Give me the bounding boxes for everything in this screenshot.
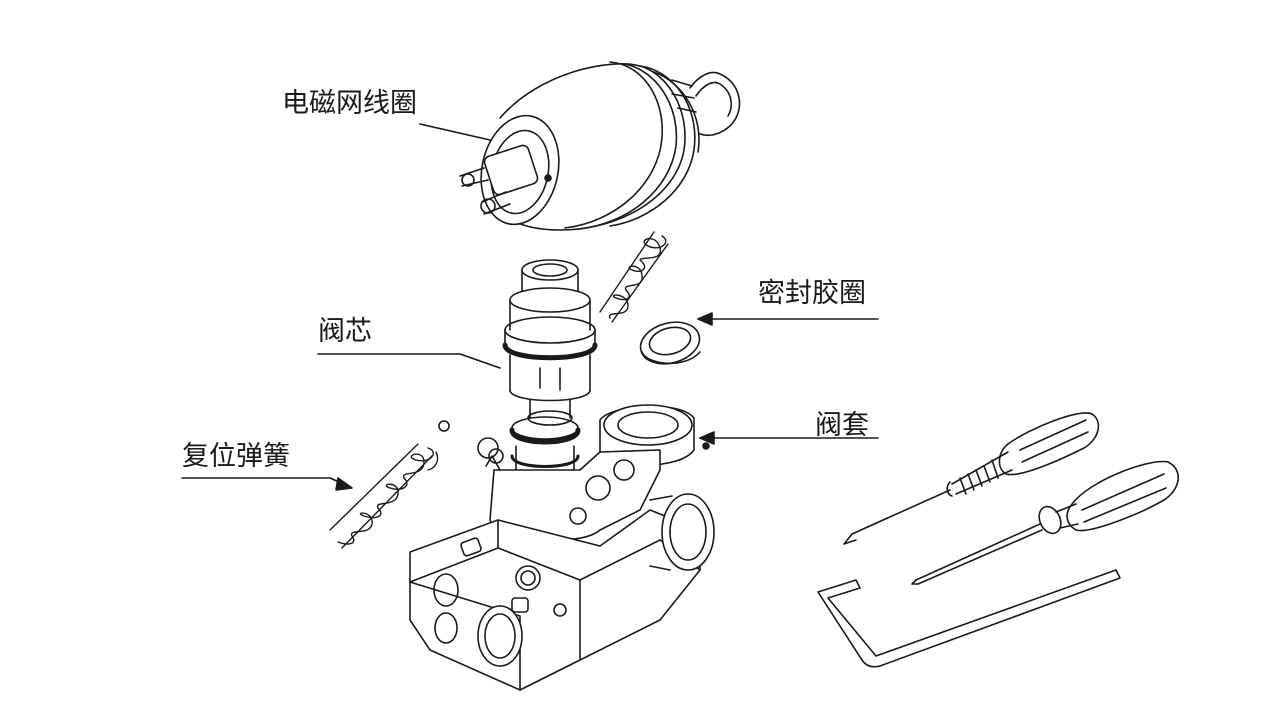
screwdriver-phillips xyxy=(912,462,1178,584)
screwdriver-flat xyxy=(844,413,1098,544)
return-spring xyxy=(330,444,438,548)
leader-core xyxy=(318,354,500,368)
label-return-spring: 复位弹簧 xyxy=(182,441,290,472)
label-valve-core: 阀芯 xyxy=(318,316,372,347)
leader-coil xyxy=(420,124,490,140)
small-ball xyxy=(439,421,449,431)
valve-body xyxy=(410,405,714,690)
label-solenoid-coil: 电磁网线圈 xyxy=(282,88,417,119)
seal-ring xyxy=(636,316,704,370)
arrow-spring xyxy=(336,478,352,490)
solenoid-coil xyxy=(460,62,739,232)
arrow-sleeve xyxy=(700,432,714,444)
label-valve-sleeve: 阀套 xyxy=(815,410,869,441)
valve-core xyxy=(505,260,595,425)
hex-key xyxy=(818,570,1120,667)
arrow-seal xyxy=(698,313,712,325)
label-seal-ring: 密封胶圈 xyxy=(758,278,866,309)
small-spring xyxy=(600,232,668,322)
leader-spring xyxy=(182,478,348,486)
